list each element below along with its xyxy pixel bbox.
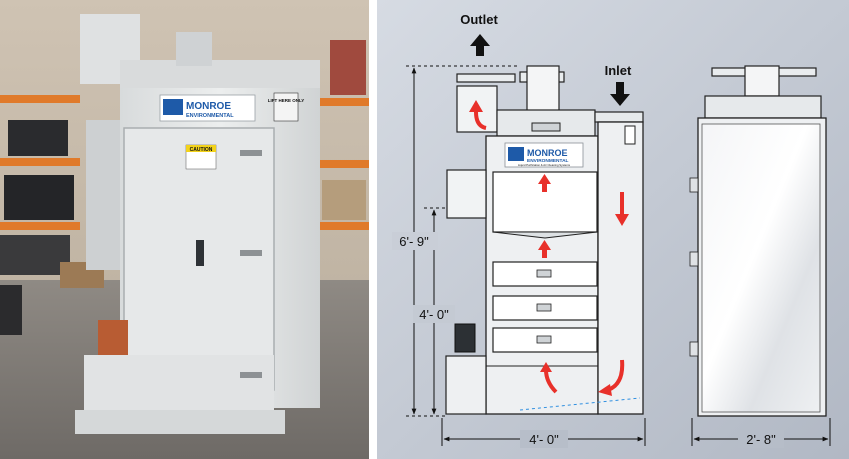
- diagram-logo-sub: ENVIRONMENTAL: [527, 158, 569, 164]
- photo-lift-label: LIFT HERE ONLY: [268, 98, 305, 103]
- collector-machine-photo: MONROE ENVIRONMENTAL LIFT HERE ONLY CAUT…: [75, 14, 320, 434]
- flow-arrow-up-1: [542, 182, 547, 192]
- flow-arrow-outlet-head: [469, 100, 483, 112]
- dim-depth-label: 2'- 8": [746, 432, 776, 447]
- product-photo: MONROE ENVIRONMENTAL LIFT HERE ONLY CAUT…: [0, 0, 369, 459]
- dim-mid-label-bg: [413, 305, 455, 323]
- photo-brand-sub: ENVIRONMENTAL: [186, 113, 234, 119]
- outlet-label: Outlet: [460, 12, 498, 27]
- flow-arrow-outlet-curve: [474, 111, 487, 130]
- inlet-arrow-shaft: [616, 82, 624, 96]
- dim-mid-height-label: 4'- 0": [419, 307, 449, 322]
- dim-total-label-bg: [392, 232, 438, 250]
- port-arrows: [470, 34, 630, 106]
- outlet-arrow-shaft: [476, 44, 484, 56]
- dimension-diagram: MONROE ENVIRONMENTAL Liquid Purification…: [377, 0, 849, 459]
- airflow-arrows: [469, 100, 629, 396]
- dim-width-label-bg: [520, 430, 568, 448]
- dim-depth-label-bg: [738, 430, 784, 448]
- side-view: [689, 65, 827, 417]
- diagram-logo-tagline: Liquid Purification & Air Cleaning Syste…: [518, 163, 571, 167]
- dim-width-label: 4'- 0": [529, 432, 559, 447]
- flow-arrow-up-2: [542, 248, 547, 258]
- diagram-logo-brand: MONROE: [527, 148, 568, 158]
- inlet-label: Inlet: [605, 63, 632, 78]
- dim-total-height-label: 6'- 9": [399, 234, 429, 249]
- warehouse-shelving: [0, 40, 369, 335]
- photo-caution: CAUTION: [190, 147, 213, 153]
- outlet-arrow-head: [470, 34, 490, 46]
- flow-arrow-down-inlet: [620, 192, 624, 216]
- photo-brand: MONROE: [186, 101, 231, 112]
- inlet-arrow-head: [610, 94, 630, 106]
- panel-divider: [369, 0, 377, 459]
